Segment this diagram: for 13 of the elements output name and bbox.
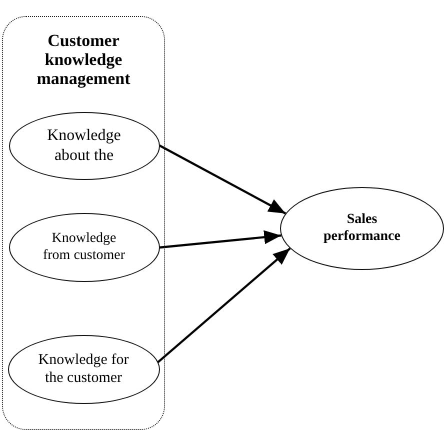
- node-label: Knowledge for the customer: [37, 351, 130, 387]
- arrow: [157, 248, 291, 363]
- node-label: Sales performance: [322, 212, 402, 246]
- ellipse-node: [8, 112, 160, 180]
- group-panel: [2, 16, 165, 430]
- node-label: Knowledge from customer: [42, 230, 126, 264]
- arrow: [158, 144, 286, 214]
- ellipse-node: [8, 213, 160, 282]
- arrow: [159, 230, 282, 249]
- ellipse-node: [8, 334, 160, 404]
- node-label: Knowledge about the: [46, 126, 122, 165]
- ellipse-node: [280, 187, 444, 270]
- group-heading: Customer knowledge management: [36, 31, 132, 88]
